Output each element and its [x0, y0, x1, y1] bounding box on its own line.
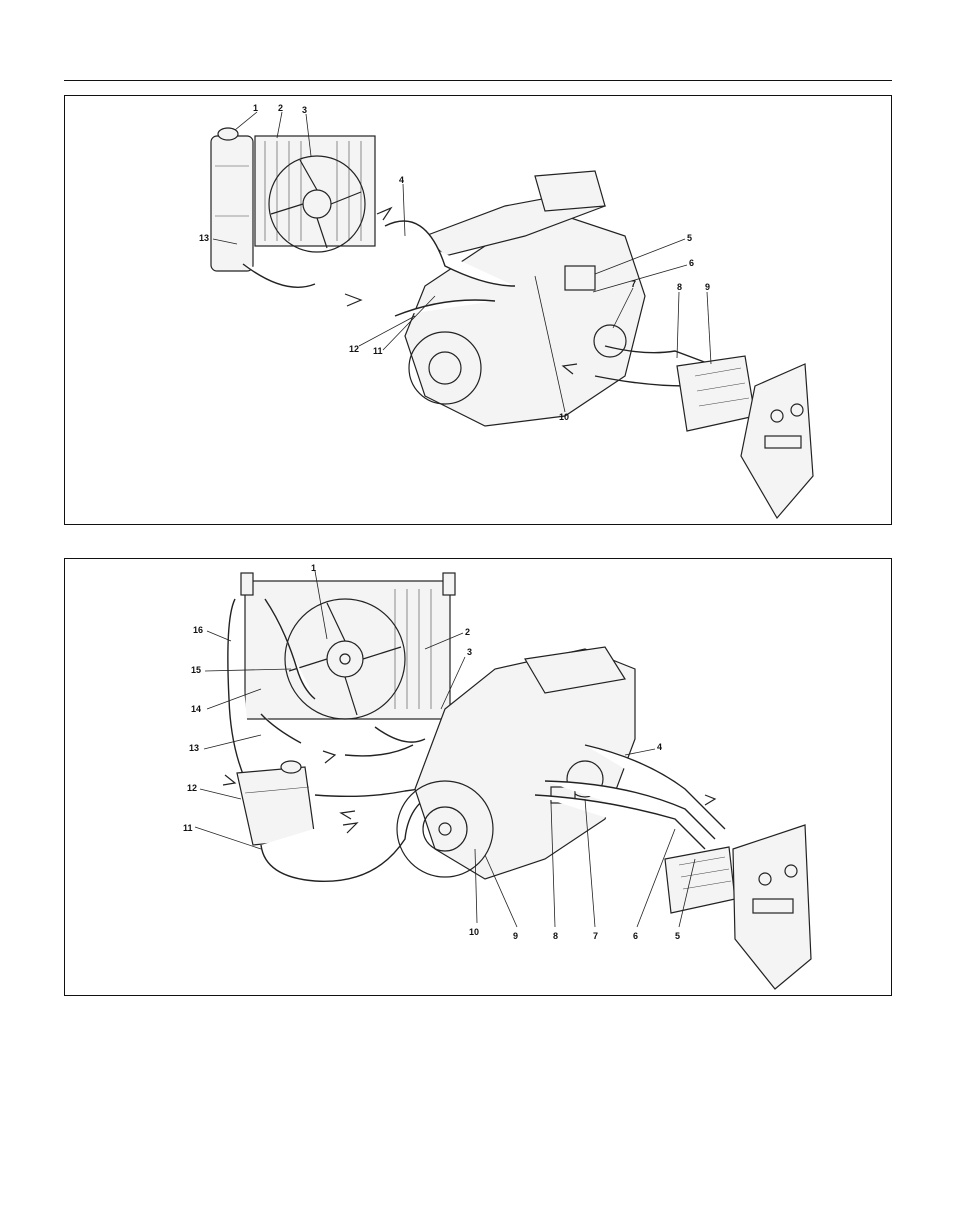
- diagram-illustration-top: 1 2 3 4 5 6 7 8 9 10 11 12 13: [65, 96, 891, 524]
- callout-16: 16: [193, 625, 203, 635]
- heater-core: [677, 356, 755, 431]
- heater-valve: [565, 266, 595, 290]
- callout-7: 7: [593, 931, 598, 941]
- heater-core: [665, 847, 735, 913]
- flow-arrow-icon: [323, 751, 335, 763]
- flow-arrow-icon: [377, 208, 391, 220]
- callout-11: 11: [183, 823, 193, 833]
- callout-8: 8: [677, 282, 682, 292]
- callout-14: 14: [191, 704, 201, 714]
- callout-5: 5: [687, 233, 692, 243]
- callout-9: 9: [513, 931, 518, 941]
- callout-8: 8: [553, 931, 558, 941]
- callout-1: 1: [311, 563, 316, 573]
- callout-5: 5: [675, 931, 680, 941]
- callout-11: 11: [373, 346, 383, 356]
- callout-3: 3: [467, 647, 472, 657]
- header-rule: [64, 80, 892, 81]
- callout-10: 10: [559, 412, 569, 422]
- dashboard-console: [741, 364, 813, 518]
- callout-3: 3: [302, 105, 307, 115]
- callout-13: 13: [199, 233, 209, 243]
- outlet-hose: [375, 727, 425, 742]
- callout-10: 10: [469, 927, 479, 937]
- callout-12: 12: [187, 783, 197, 793]
- callout-9: 9: [705, 282, 710, 292]
- flow-arrow-icon: [705, 795, 715, 805]
- expansion-tank: [211, 128, 253, 271]
- cooling-heating-diagram-bottom: 1 2 3 4 5 6 7 8 9 10 11 12 13 14 15 16: [64, 558, 892, 996]
- callout-15: 15: [191, 665, 201, 675]
- callout-7: 7: [631, 279, 636, 289]
- callout-1: 1: [253, 103, 258, 113]
- callout-4: 4: [399, 175, 404, 185]
- callout-6: 6: [633, 931, 638, 941]
- diagram-illustration-bottom: 1 2 3 4 5 6 7 8 9 10 11 12 13 14 15 16: [65, 559, 891, 995]
- return-hose: [345, 745, 413, 756]
- callout-6: 6: [689, 258, 694, 268]
- callout-12: 12: [349, 344, 359, 354]
- cooling-heating-diagram-top: 1 2 3 4 5 6 7 8 9 10 11 12 13: [64, 95, 892, 525]
- callout-4: 4: [657, 742, 662, 752]
- callout-2: 2: [465, 627, 470, 637]
- lower-radiator-hose: [243, 264, 315, 287]
- callout-2: 2: [278, 103, 283, 113]
- flow-arrow-icon: [345, 294, 361, 306]
- callout-13: 13: [189, 743, 199, 753]
- dashboard-console: [733, 825, 811, 989]
- flow-arrow-icon: [223, 775, 235, 785]
- engine-block: [405, 171, 645, 426]
